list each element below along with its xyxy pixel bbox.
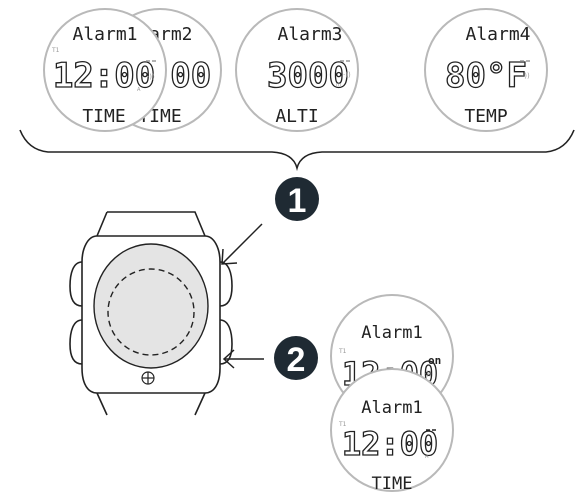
grouping-brace xyxy=(19,129,575,172)
arrow-to-upper-right-button xyxy=(221,223,263,265)
unit-marker: m xyxy=(336,82,341,88)
alarm-label: Alarm3 xyxy=(277,24,342,45)
step-number: 1 xyxy=(288,182,307,220)
a-marker: A xyxy=(425,454,429,460)
watch-face-dashed-ring xyxy=(107,268,195,356)
watch-face-plate xyxy=(93,243,209,369)
step-badge-2: 2 xyxy=(274,336,318,380)
display-value: 80°F xyxy=(445,56,527,96)
step-badge-1: 1 xyxy=(275,177,319,221)
watch-face-alarm3: Alarm3 3000 ·)) m ALTI xyxy=(235,8,359,132)
display-value: 12:00 xyxy=(53,56,155,96)
watch-face-alarm4: Alarm4 80°F ·)) TEMP xyxy=(424,8,548,132)
watch-face-alarm1: T1 Alarm1 12:00 ·)) A TIME xyxy=(43,8,167,132)
alarm-status: on xyxy=(428,354,441,367)
sound-icon: ·)) xyxy=(343,71,351,79)
sound-icon: ·)) xyxy=(522,72,530,80)
a-marker: A xyxy=(137,87,141,93)
mode-label: TIME xyxy=(82,106,125,127)
crosshair-icon xyxy=(141,371,155,385)
alarm-label: Alarm4 xyxy=(465,24,530,45)
watch-face-step2-time: T1 Alarm1 12:00 A TIME xyxy=(330,368,454,494)
mode-label: TIME xyxy=(372,474,413,494)
alarm-label: Alarm1 xyxy=(361,398,422,418)
t1-marker: T1 xyxy=(51,47,60,54)
alarm-label: Alarm1 xyxy=(361,323,422,343)
mode-label: ALTI xyxy=(275,106,318,127)
sound-icon: ·)) xyxy=(424,370,432,378)
t1-marker: T1 xyxy=(338,421,347,428)
t1-marker: T1 xyxy=(338,348,347,355)
display-value: 3000 xyxy=(267,56,349,96)
step-number: 2 xyxy=(287,341,306,379)
arrow-to-lower-right-button xyxy=(222,349,264,369)
alarm-label: Alarm1 xyxy=(72,24,137,45)
mode-label: TEMP xyxy=(464,106,508,127)
display-value: 12:00 xyxy=(342,425,438,463)
sound-icon: ·)) xyxy=(147,73,155,81)
